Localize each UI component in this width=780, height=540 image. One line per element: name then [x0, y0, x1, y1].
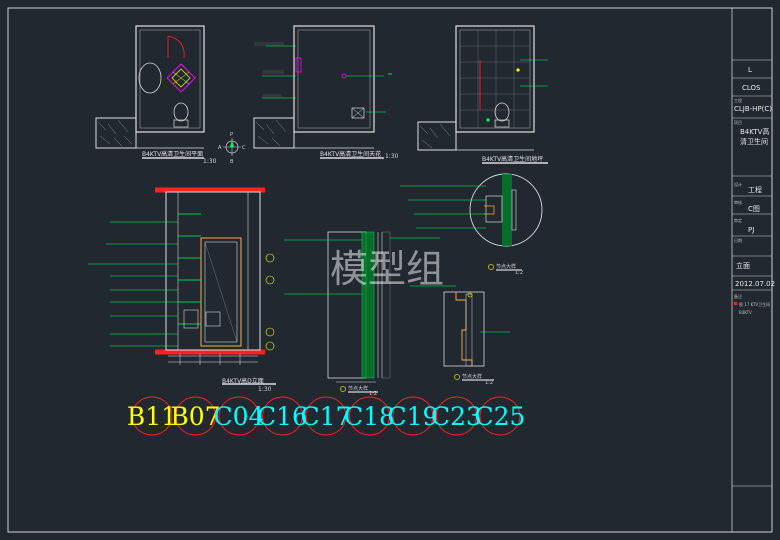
- material-code-c18: C18: [344, 396, 395, 436]
- code-ring: [218, 396, 260, 436]
- tb-notes-label: 备注: [734, 293, 742, 299]
- compass-north: P: [230, 132, 233, 138]
- ceiling-title: B4KTV高清卫生间天花: [320, 150, 381, 158]
- tb-row5: 工程: [748, 185, 762, 194]
- floor-view: B4KTV高清卫生间地坪: [417, 25, 548, 164]
- tb-row3: CLJB-HP(C): [734, 105, 772, 113]
- code-label: B07: [170, 402, 220, 431]
- ceiling-view: B4KTV高清卫生间天花 1:30: [253, 25, 399, 160]
- tb-row3-label: 工程: [734, 97, 742, 103]
- elevation-title: B4KTV高D立面: [222, 377, 264, 385]
- tb-row1: L: [748, 66, 752, 74]
- code-ring: [305, 396, 347, 436]
- sheet-border: [7, 7, 773, 533]
- watermark: 模型组: [330, 247, 444, 291]
- circular-detail-3: 节点大样 1:2: [400, 173, 543, 276]
- compass-symbol: P B A C: [218, 132, 246, 165]
- section-detail-2: 节点大样 1:2: [410, 285, 510, 386]
- tb-row6-label: 审核: [734, 199, 742, 205]
- code-ring: [262, 396, 303, 436]
- tb-notes-line1: 图 17 KTV卫生间: [739, 301, 770, 307]
- door-swing-arc: [167, 35, 185, 59]
- hatched-wall: [95, 117, 137, 149]
- tb-row2: CLOS: [742, 84, 761, 92]
- tb-row4b: 清卫生间: [740, 137, 768, 146]
- code-label: C04: [214, 402, 265, 431]
- material-code-c04: C04: [214, 396, 265, 436]
- code-label: C17: [301, 402, 352, 431]
- material-code-c23: C23: [431, 396, 482, 436]
- code-label: C18: [344, 402, 395, 431]
- floor-drain-shape: [166, 63, 196, 93]
- detail2-scale: 1:2: [485, 380, 493, 386]
- tb-row7-label: 审定: [734, 217, 742, 223]
- detail1-title: 节点大样: [348, 385, 368, 392]
- code-ring: [479, 396, 521, 436]
- toilet-shape: [173, 102, 189, 122]
- tb-row8-label: 日期: [734, 237, 742, 243]
- code-label: C16: [257, 402, 308, 431]
- material-code-c19: C19: [388, 396, 439, 436]
- tb-notes-line2: B4KTV: [739, 310, 752, 315]
- tb-row8: 立面: [736, 261, 750, 270]
- ceiling-scale: 1:30: [385, 153, 399, 160]
- code-label: C19: [388, 402, 439, 431]
- material-code-b07: B07: [170, 396, 221, 436]
- compass-east: C: [242, 145, 246, 151]
- material-code-c16: C16: [257, 396, 308, 436]
- compass-south: B: [230, 159, 234, 165]
- compass-west: A: [218, 145, 222, 151]
- elevation-view: B4KTV高D立面 1:30: [88, 187, 276, 393]
- tb-date: 2012.07.02: [735, 280, 775, 288]
- material-code-c25: C25: [475, 396, 526, 436]
- elevation-scale: 1:30: [258, 386, 272, 393]
- code-ring: [175, 396, 216, 436]
- section-detail-1: 节点大样 1:2: [284, 231, 440, 397]
- code-ring: [349, 396, 390, 436]
- plan-title: B4KTV高清卫生间平面: [142, 150, 203, 158]
- door-frame: [200, 237, 242, 347]
- detail3-scale: 1:2: [515, 270, 523, 276]
- detail1-scale: 1:2: [369, 391, 377, 397]
- material-code-b11: B11: [127, 396, 177, 436]
- code-label: C25: [475, 402, 526, 431]
- material-code-c17: C17: [301, 396, 352, 436]
- floor-title: B4KTV高清卫生间地坪: [482, 155, 543, 163]
- tb-row4a: B4KTV高: [740, 127, 769, 136]
- detail3-title: 节点大样: [496, 263, 516, 270]
- basin-shape: [138, 62, 162, 94]
- plan-scale: 1:30: [203, 158, 217, 165]
- code-label: C23: [431, 402, 482, 431]
- code-ring: [131, 396, 173, 436]
- plan-view: B4KTV高清卫生间平面 1:30: [95, 25, 217, 165]
- code-label: B11: [127, 402, 177, 431]
- code-ring: [436, 396, 477, 436]
- tb-row4-label: 项目: [734, 119, 742, 125]
- detail2-title: 节点大样: [462, 373, 482, 380]
- title-block: L CLOS 工程 CLJB-HP(C) 项目 B4KTV高 清卫生间 设计 工…: [731, 8, 775, 532]
- tb-row5-label: 设计: [734, 181, 742, 187]
- tb-row7: PJ: [748, 226, 754, 234]
- tb-row6: C图: [748, 205, 760, 213]
- code-ring: [392, 396, 434, 436]
